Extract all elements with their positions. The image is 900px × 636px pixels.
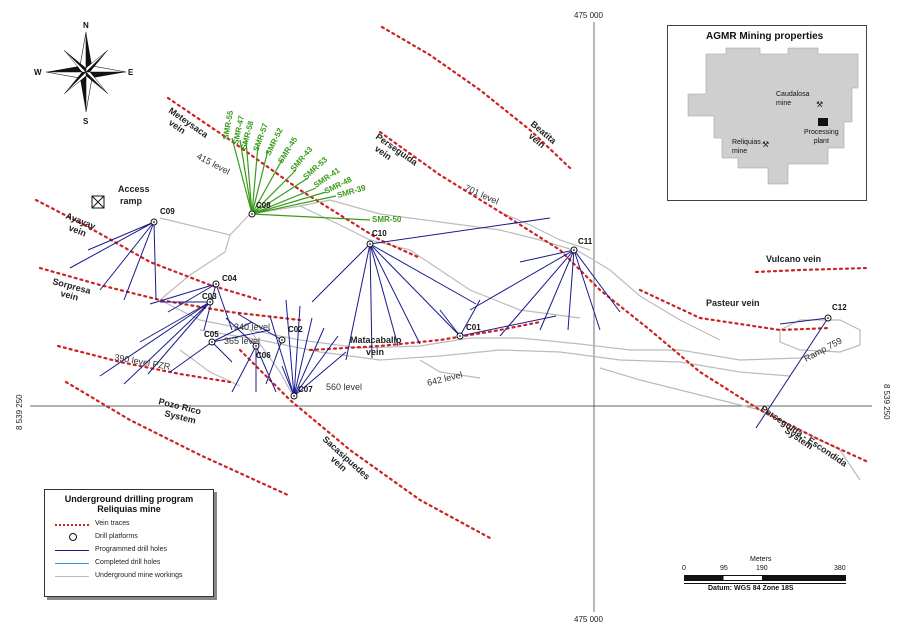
legend: Underground drilling program Reliquias m…	[44, 489, 214, 597]
level-label-365: 365 level	[224, 336, 260, 346]
vein-label-matacaballo-2: vein	[366, 347, 384, 357]
svg-text:C10: C10	[372, 229, 387, 238]
compass-n: N	[83, 21, 89, 30]
compass-e: E	[128, 68, 134, 77]
drill-platform-C03: C03	[202, 292, 217, 306]
vein-traces	[34, 25, 870, 540]
drill-platform-C11: C11	[570, 237, 593, 254]
svg-text:C03: C03	[202, 292, 217, 301]
svg-text:C08: C08	[256, 201, 271, 210]
scale-unit: Meters	[750, 556, 772, 563]
drill-platform-C06: C06	[252, 342, 271, 360]
grid-label-left: 8 539 250	[15, 394, 24, 430]
vein-trace-sacasipuedes	[238, 348, 492, 540]
legend-item-programmed: Programmed drill holes	[45, 544, 213, 557]
vein-trace-pasteur	[638, 288, 832, 332]
svg-text:C11: C11	[578, 237, 593, 246]
vein-trace-sorpresa	[38, 266, 302, 322]
level-label-340: 340 level	[234, 322, 270, 332]
scale-tick-95: 95	[720, 565, 728, 572]
grid-label-top: 475 000	[574, 11, 603, 20]
mine-workings	[159, 199, 861, 481]
level-label-390: 390 level PZR	[114, 352, 172, 372]
smr-label: SMR-50	[372, 215, 402, 224]
compass-rose-icon: N S E W	[34, 21, 134, 126]
access-ramp-label-1: Access	[118, 184, 150, 194]
processing-plant-icon	[818, 118, 828, 126]
drill-platform-C09: C09	[150, 207, 175, 226]
level-label-560: 560 level	[326, 382, 362, 392]
datum-label: Datum: WGS 84 Zone 18S	[708, 585, 794, 592]
vein-trace-pozo-rico	[56, 344, 232, 384]
vein-trace-perseguida	[378, 130, 870, 464]
drill-platform-C01: C01	[456, 323, 481, 340]
drill-platforms: C01 C02 C03 C04 C05 C06 C07 C08 C09 C10 …	[150, 201, 847, 400]
vein-label-sorpresa-2: vein	[59, 288, 79, 302]
drill-platform-C07: C07	[290, 385, 313, 400]
scale-bar: Meters 0 95 190 380 Datum: WGS 84 Zone 1…	[680, 556, 850, 596]
access-ramp-label-2: ramp	[120, 196, 143, 206]
svg-text:C02: C02	[288, 325, 303, 334]
svg-text:C06: C06	[256, 351, 271, 360]
vein-trace-pozo-rico-south	[64, 380, 292, 498]
grid-label-bottom: 475 000	[574, 615, 603, 624]
vein-label-pasteur: Pasteur vein	[706, 298, 760, 308]
scale-tick-0: 0	[682, 565, 686, 572]
svg-text:C05: C05	[204, 330, 219, 339]
vein-trace-beatita	[380, 25, 572, 170]
drill-platform-C04: C04	[212, 274, 237, 288]
vein-trace-vulcano	[754, 266, 870, 274]
legend-item-vein-traces: Vein traces	[45, 518, 213, 531]
scale-bar-graphic	[684, 575, 846, 581]
programmed-drill-holes	[69, 217, 829, 429]
svg-text:C04: C04	[222, 274, 237, 283]
drill-platform-C12: C12	[824, 303, 847, 322]
legend-item-workings: Underground mine workings	[45, 570, 213, 583]
drill-platform-C05: C05	[204, 330, 219, 346]
svg-text:C12: C12	[832, 303, 847, 312]
svg-text:C01: C01	[466, 323, 481, 332]
legend-item-drill-platforms: Drill platforms	[45, 531, 213, 544]
vein-label-matacaballo-1: Matacaballo	[350, 335, 402, 345]
svg-text:C07: C07	[298, 385, 313, 394]
vein-trace-ayayay	[34, 198, 262, 302]
compass-s: S	[83, 117, 89, 126]
pickaxe-icon: ⚒	[816, 100, 824, 109]
drill-platform-C02: C02	[278, 325, 303, 344]
smr-drill-holes	[231, 137, 371, 221]
level-label-415: 415 level	[195, 151, 232, 177]
vein-label-vulcano: Vulcano vein	[766, 254, 821, 264]
vein-label-sacasipuedes-1: Sacasipuedes	[321, 434, 372, 482]
access-ramp: Access ramp	[91, 184, 150, 209]
grid-label-right: 8 539 250	[882, 384, 891, 420]
drill-platform-icon	[69, 533, 77, 541]
inset-title: AGMR Mining properties	[706, 31, 824, 42]
inset-property-shape	[687, 47, 859, 185]
scale-tick-190: 190	[756, 565, 768, 572]
vein-trace-matacaballo	[308, 320, 542, 352]
compass-w: W	[34, 68, 42, 77]
scale-tick-380: 380	[834, 565, 846, 572]
legend-item-completed: Completed drill holes	[45, 557, 213, 570]
legend-title: Underground drilling program Reliquias m…	[64, 494, 194, 514]
drill-platform-C10: C10	[366, 229, 387, 248]
drill-platform-C08: C08	[248, 201, 271, 218]
level-label-701: 701 level	[463, 183, 500, 207]
level-label-ramp-759: Ramp 759	[802, 335, 843, 363]
vein-trace-meteysaca	[166, 96, 422, 260]
svg-text:C09: C09	[160, 207, 175, 216]
pickaxe-icon: ⚒	[762, 140, 770, 149]
